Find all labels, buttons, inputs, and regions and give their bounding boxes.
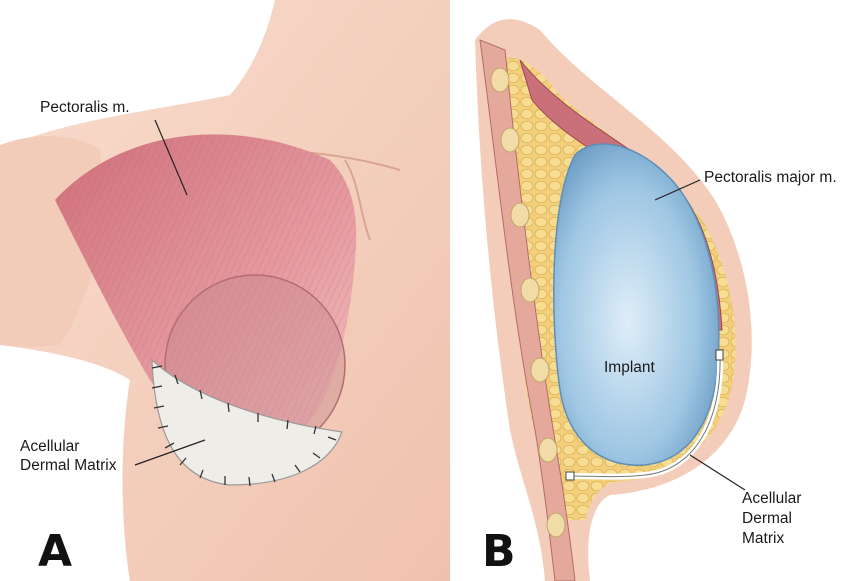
label-implant: Implant — [604, 359, 656, 376]
leader-adm-b — [690, 455, 745, 490]
panel-a-anterior-view: Pectoralis m. Acellular Dermal Matrix A — [0, 0, 450, 581]
suture-lower — [566, 472, 574, 480]
panel-letter-a: A — [38, 526, 72, 577]
label-pectoralis-major: Pectoralis major m. — [704, 169, 837, 186]
label-adm-b-line2: Dermal — [742, 510, 792, 527]
panel-b-sagittal-view: Pectoralis major m. Implant Acellular De… — [450, 0, 865, 581]
panel-a-illustration: Pectoralis m. Acellular Dermal Matrix A — [0, 0, 450, 581]
panel-b-illustration: Pectoralis major m. Implant Acellular De… — [450, 0, 865, 581]
label-adm-line1: Acellular — [20, 438, 79, 455]
suture-upper — [716, 350, 723, 360]
panel-letter-b: B — [482, 526, 516, 577]
label-adm-b-line1: Acellular — [742, 490, 801, 507]
label-adm-line2: Dermal Matrix — [20, 457, 117, 474]
label-pectoralis: Pectoralis m. — [40, 99, 130, 116]
label-adm-b-line3: Matrix — [742, 530, 784, 547]
